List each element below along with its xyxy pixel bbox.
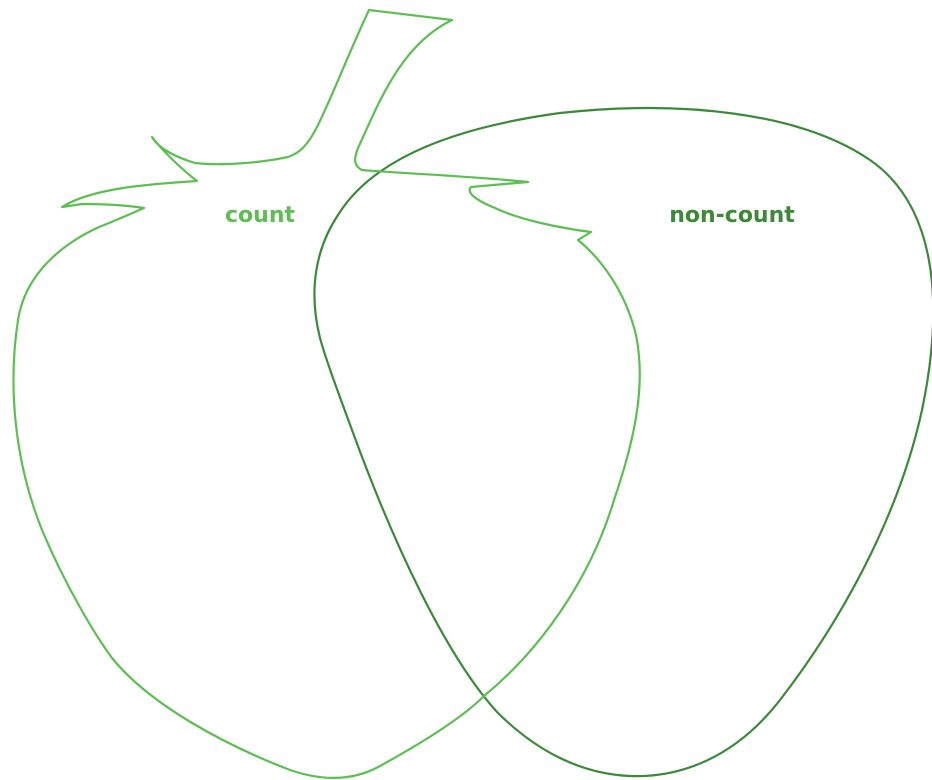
count-set-label: count [225, 205, 295, 227]
non-count-set-outline [314, 108, 932, 776]
count-set-outline [13, 10, 639, 778]
non-count-set-label: non-count [669, 205, 795, 227]
